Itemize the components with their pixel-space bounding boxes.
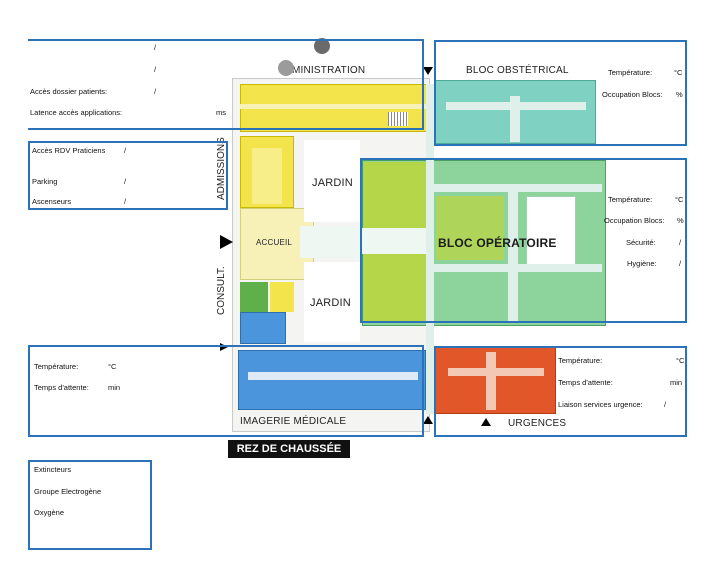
op-temp-label: Température: <box>608 195 653 204</box>
label-obstetrical: BLOC OBSTÉTRICAL <box>466 65 569 76</box>
label-administration: MINISTRATION <box>292 65 366 76</box>
vertical-corridor <box>426 84 434 414</box>
parking-label: Parking <box>32 177 58 186</box>
equip-oxygene: Oxygène <box>34 508 65 517</box>
urg-wait-label: Temps d'attente: <box>558 378 613 387</box>
urg-liaison-slash: / <box>664 400 667 409</box>
op-temp-unit: °C <box>675 195 684 204</box>
op-hyg-label: Hygiène: <box>627 259 657 268</box>
panel-operating: Température: °C Occupation Blocs: % Sécu… <box>360 158 687 323</box>
admin-panel-topline <box>95 39 96 41</box>
label-imagerie: IMAGERIE MÉDICALE <box>240 416 347 427</box>
urgences-corridor-v <box>486 352 496 410</box>
zone-consult-green <box>240 282 268 312</box>
dossier-slash: / <box>154 87 157 96</box>
zone-consult-yellow <box>270 282 294 312</box>
panel-admissions: Accès RDV Praticiens / Parking / Ascense… <box>28 141 228 210</box>
obs-occ-unit: % <box>676 90 683 99</box>
op-secu-label: Sécurité: <box>626 238 656 247</box>
admin-corridor <box>240 104 428 109</box>
ascenseurs-slash: / <box>124 197 127 206</box>
entrance-arrow-admin <box>423 67 433 75</box>
entrance-arrow-urgences <box>481 418 491 426</box>
floor-title-text: REZ DE CHAUSSÉE <box>236 443 342 455</box>
label-urgences: URGENCES <box>508 418 567 429</box>
admin-stairs <box>388 112 408 126</box>
entrance-arrow-accueil <box>220 235 233 249</box>
rdv-slash: / <box>124 146 127 155</box>
garden-bottom <box>304 262 360 342</box>
label-jardin-top: JARDIN <box>312 177 353 189</box>
op-hyg-slash: / <box>679 259 682 268</box>
accueil-corridor <box>300 226 368 258</box>
dossier-label: Accès dossier patients: <box>30 87 108 96</box>
entrance-arrow-urgences-left <box>423 416 433 424</box>
admissions-hall <box>252 148 282 204</box>
operating-corridor-h1 <box>434 184 602 192</box>
ascenseurs-label: Ascenseurs <box>32 197 72 206</box>
panel-imagerie: Température: °C Temps d'attente: min <box>28 345 424 437</box>
label-consult: CONSULT. <box>216 266 227 315</box>
img-wait-label: Temps d'attente: <box>34 383 89 392</box>
equip-extincteurs: Extincteurs <box>34 465 72 474</box>
operating-theatre <box>436 196 504 260</box>
marker-dot-admin <box>278 60 294 76</box>
op-occ-unit: % <box>677 216 684 225</box>
obstetrical-corridor-v <box>510 96 520 142</box>
urg-temp-unit: °C <box>676 356 685 365</box>
panel-obstetrical: Température: °C Occupation Blocs: % <box>434 40 687 146</box>
garden-top <box>304 140 360 222</box>
admin-slash-2: / <box>154 65 157 74</box>
operating-corridor-h2 <box>434 264 602 272</box>
img-wait-unit: min <box>108 383 121 392</box>
floor-title: REZ DE CHAUSSÉE <box>228 440 350 458</box>
obs-occ-label: Occupation Blocs: <box>602 90 663 99</box>
equip-groupe: Groupe Electrogène <box>34 487 102 496</box>
panel-equipment: Extincteurs Groupe Electrogène Oxygène <box>28 460 152 550</box>
label-jardin-bottom: JARDIN <box>310 297 351 309</box>
rdv-label: Accès RDV Praticiens <box>32 146 106 155</box>
img-temp-label: Température: <box>34 362 79 371</box>
latence-label: Latence accès applications: <box>30 108 123 117</box>
label-accueil: ACCUEIL <box>256 238 293 247</box>
op-secu-slash: / <box>679 238 682 247</box>
operating-corridor-v <box>508 184 518 322</box>
obs-temp-unit: °C <box>674 68 683 77</box>
latence-unit: ms <box>216 108 226 117</box>
urgences-corridor <box>448 368 544 376</box>
entrance-arrow-imagerie <box>220 343 228 351</box>
label-operating: BLOC OPÉRATOIRE <box>438 236 557 250</box>
panel-administration: / / Accès dossier patients: / Latence ac… <box>28 39 424 130</box>
urg-wait-unit: min <box>670 378 683 387</box>
zone-imagerie <box>238 350 426 410</box>
zone-consult-blue <box>240 312 286 344</box>
urg-temp-label: Température: <box>558 356 603 365</box>
admin-slash-1: / <box>154 43 157 52</box>
obs-temp-label: Température: <box>608 68 653 77</box>
operating-courtyard <box>526 196 576 272</box>
urg-liaison-label: Liaison services urgence: <box>558 400 643 409</box>
img-temp-unit: °C <box>108 362 117 371</box>
imagerie-corridor <box>248 372 418 380</box>
parking-slash: / <box>124 177 127 186</box>
link-corridor <box>362 228 434 254</box>
panel-urgences: Température: °C Temps d'attente: min Lia… <box>434 346 687 437</box>
op-occ-label: Occupation Blocs: <box>604 216 665 225</box>
marker-dot-top <box>314 38 330 54</box>
